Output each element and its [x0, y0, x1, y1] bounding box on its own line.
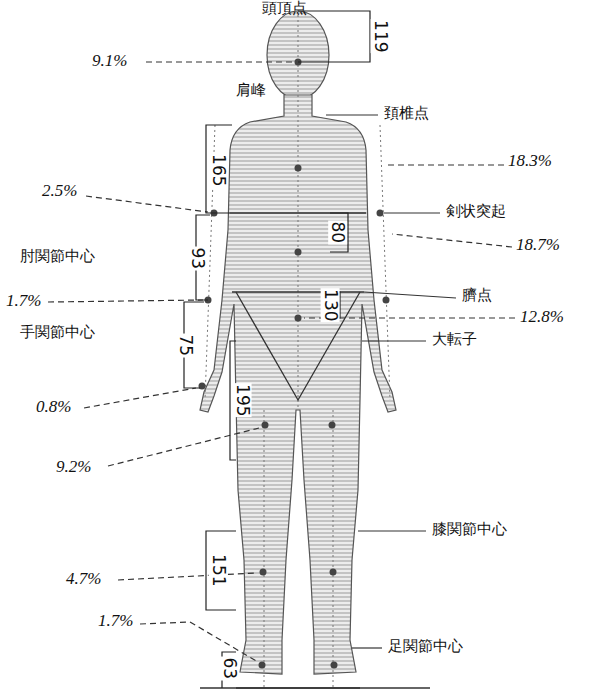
landmark-label: 頚椎点 — [384, 105, 429, 122]
mass-center-dots — [199, 59, 390, 669]
mass-ratio-label: 4.7% — [66, 570, 101, 589]
mass-ratio-label: 2.5% — [42, 182, 77, 201]
mass-ratio-label: 1.7% — [6, 292, 41, 311]
dimension-number: 165 — [209, 153, 228, 187]
landmark-label: 足関節中心 — [388, 638, 463, 655]
dimension-number: 195 — [233, 383, 252, 417]
mass-ratio-label: 0.8% — [36, 398, 71, 417]
dimension-number: 63 — [221, 656, 240, 680]
segment-lines — [200, 213, 430, 688]
landmark-label: 臍点 — [462, 287, 492, 304]
mass-ratio-label: 18.3% — [508, 152, 552, 171]
leader-lines-solid — [326, 115, 456, 648]
dimension-number: 75 — [177, 333, 196, 357]
dimension-number: 151 — [209, 553, 228, 587]
landmark-label: 剣状突起 — [446, 203, 506, 220]
mass-ratio-label: 18.7% — [516, 236, 560, 255]
dimension-number: 80 — [329, 220, 348, 244]
landmark-label: 頭頂点 — [262, 0, 307, 17]
landmark-label: 手関節中心 — [20, 324, 95, 341]
landmark-label: 膝関節中心 — [432, 521, 507, 538]
leader-lines-dashed — [48, 62, 515, 662]
landmark-label: 肩峰 — [236, 82, 266, 99]
dimension-number: 93 — [189, 246, 208, 270]
landmark-label: 大転子 — [432, 331, 477, 348]
center-lines — [205, 10, 390, 690]
dimension-number: 130 — [321, 288, 340, 322]
dimension-number: 119 — [371, 19, 390, 53]
mass-ratio-label: 1.7% — [98, 612, 133, 631]
landmark-label: 肘関節中心 — [20, 248, 95, 265]
mass-ratio-label: 12.8% — [520, 308, 564, 327]
mass-ratio-label: 9.1% — [92, 52, 127, 71]
mass-ratio-label: 9.2% — [56, 458, 91, 477]
dimension-brackets — [184, 11, 370, 688]
